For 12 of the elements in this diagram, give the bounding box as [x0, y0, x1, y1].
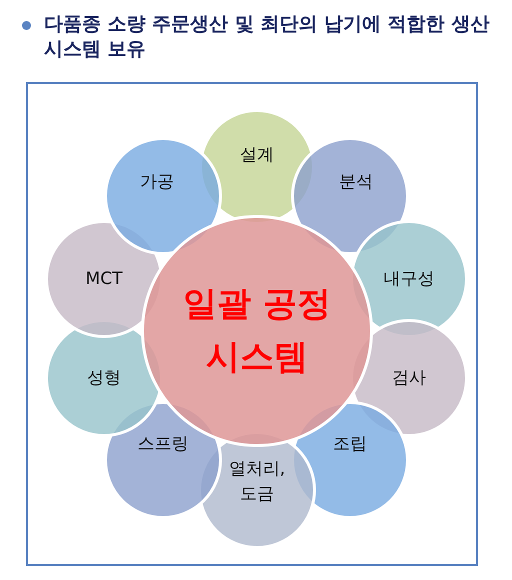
process-label: 조립 — [332, 432, 368, 456]
title: 다품종 소량 주문생산 및 최단의 납기에 적합한 생산시스템 보유 — [44, 12, 490, 62]
process-label: 검사 — [391, 366, 427, 390]
process-label: 열처리, 도금 — [228, 458, 286, 506]
center-title: 일괄 공정 시스템 — [182, 283, 332, 379]
process-label: 분석 — [338, 170, 374, 194]
process-label: MCT — [84, 268, 124, 291]
process-label: 스프링 — [136, 432, 190, 456]
process-label: 성형 — [86, 366, 122, 390]
process-label: 가공 — [139, 170, 175, 194]
process-label: 내구성 — [382, 268, 436, 291]
process-label: 설계 — [239, 144, 275, 167]
